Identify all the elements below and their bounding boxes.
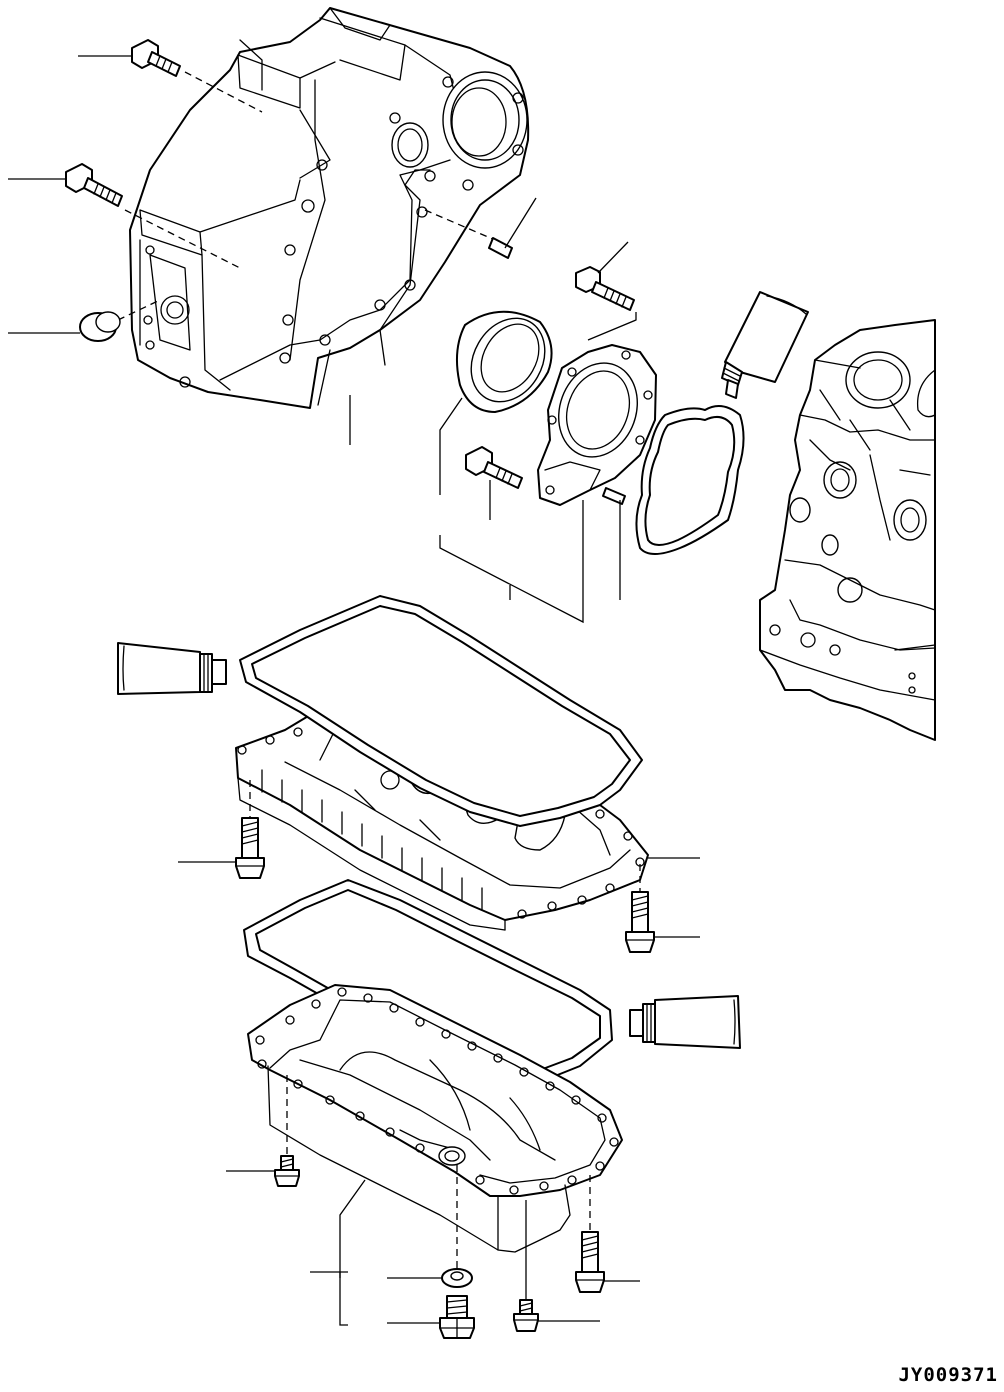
seal-ring-icon[interactable] <box>455 305 560 415</box>
bolt-icon[interactable] <box>465 446 523 489</box>
bolt-icon[interactable] <box>625 891 655 953</box>
engine-block-icon[interactable] <box>759 319 936 741</box>
drawing-reference-code: JY009371 <box>898 1364 998 1386</box>
leader-line <box>439 397 463 495</box>
leader-line <box>504 197 537 249</box>
leader-line <box>439 500 584 624</box>
oil-pan-icon[interactable] <box>247 984 623 1253</box>
bolt-icon[interactable] <box>575 266 635 311</box>
leader-line <box>597 241 629 274</box>
sealant-tube-icon[interactable] <box>721 291 809 399</box>
pin-icon[interactable] <box>488 237 513 259</box>
bolt-icon[interactable] <box>65 163 123 207</box>
leader-line <box>339 1179 366 1326</box>
bolt-icon[interactable] <box>131 39 181 77</box>
plug-icon[interactable] <box>439 1295 475 1339</box>
sealant-tube-icon[interactable] <box>629 995 741 1049</box>
bolt-icon[interactable] <box>274 1155 300 1187</box>
pin-centerline <box>424 209 496 241</box>
gasket-icon[interactable] <box>239 595 643 827</box>
flywheel-housing[interactable] <box>129 7 530 409</box>
gasket-icon[interactable] <box>635 405 745 555</box>
sealant-tube-icon[interactable] <box>117 642 227 695</box>
plug-icon[interactable] <box>79 311 121 342</box>
upper-bolt-centerline <box>184 71 263 113</box>
seal-case-icon[interactable] <box>537 344 657 506</box>
bolt-icon[interactable] <box>513 1299 539 1332</box>
middle-bolt-centerline <box>124 209 241 269</box>
washer-icon[interactable] <box>441 1268 473 1288</box>
pin-icon[interactable] <box>602 487 626 505</box>
plug-centerline <box>117 299 161 321</box>
bolt-icon[interactable] <box>575 1231 605 1293</box>
leader-line <box>587 312 637 341</box>
bolt-icon[interactable] <box>235 817 265 879</box>
